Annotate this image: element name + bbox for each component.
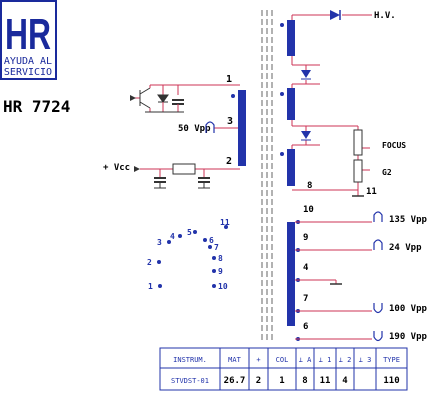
table-header-cell: + [256, 356, 260, 364]
table-value-cell: 11 [320, 376, 331, 386]
model-title: HR 7724 [3, 97, 70, 116]
pinout-pin-9: 9 [212, 267, 223, 276]
winding-pin-label: 10 [303, 205, 314, 215]
positive-pulse-icon [373, 239, 383, 250]
pinout-pin-11: 11 [220, 218, 230, 229]
spec-table: INSTRUM. STVDST-01 MAT 26.7 +2 COL 1 ⊥ A 8 ⊥ 1 11 ⊥… [159, 347, 408, 391]
pinout-pin-2: 2 [147, 258, 161, 267]
pinout-pin-10: 10 [212, 282, 228, 291]
svg-text:11: 11 [220, 218, 230, 227]
table-header-cell: ⊥ 1 [319, 356, 332, 364]
winding-voltage-label: 24 Vpp [389, 243, 422, 253]
windings-group: 10 135 Vpp 9 24 Vpp 4 7 100 Vpp 6 190 Vpp [295, 205, 427, 342]
g2-label: G2 [382, 168, 392, 177]
winding-7: 7 100 Vpp [295, 294, 427, 314]
table-value-cell: 4 [342, 376, 348, 386]
hv-coil-2 [287, 88, 295, 120]
table-value-cell: 8 [302, 376, 307, 386]
transformer-core [261, 10, 273, 340]
primary-circuit [130, 84, 240, 189]
hv-label: H.V. [374, 11, 396, 21]
winding-voltage-label: 100 Vpp [389, 304, 427, 314]
table-header-cell: ⊥ A [299, 356, 312, 364]
pinout-pin-1: 1 [148, 282, 162, 291]
lv-coil [287, 222, 295, 326]
svg-text:5: 5 [187, 228, 192, 237]
table-value-cell: 1 [279, 376, 284, 386]
winding-pin-label: 7 [303, 294, 308, 304]
pulse-50-icon [205, 121, 215, 133]
pinout-pin-4: 4 [170, 232, 182, 241]
hv-diode [330, 10, 340, 20]
table-value-cell: 110 [383, 376, 399, 386]
focus-resistor [353, 129, 363, 156]
svg-text:1: 1 [148, 282, 153, 291]
svg-text:9: 9 [218, 267, 223, 276]
table-value-cell: 2 [256, 376, 261, 386]
diode-2 [301, 131, 311, 139]
pin-2-label: 2 [226, 156, 232, 167]
g2-resistor [353, 159, 363, 183]
logo-line2: SERVICIO [4, 67, 52, 78]
winding-pin-label: 9 [303, 233, 308, 243]
pin-8-label: 8 [307, 181, 312, 191]
drive-arrow [130, 95, 136, 101]
pinout-pin-6: 6 [203, 236, 214, 245]
diode-1 [301, 70, 311, 78]
winding-pin-label: 4 [303, 263, 309, 273]
negative-pulse-icon [373, 303, 383, 314]
winding-4: 4 [295, 263, 342, 285]
logo: HR AYUDA AL SERVICIO [0, 0, 57, 80]
table-header-cell: COL [276, 356, 289, 364]
winding-voltage-label: 135 Vpp [389, 215, 427, 225]
pinout-pin-3: 3 [157, 238, 171, 247]
table-header-cell: INSTRUM. [173, 356, 207, 364]
hv-secondary [291, 14, 372, 196]
table-value-cell: 26.7 [224, 376, 246, 386]
svg-text:6: 6 [209, 236, 214, 245]
winding-pin-label: 6 [303, 322, 308, 332]
winding-voltage-label: 190 Vpp [389, 332, 427, 342]
positive-pulse-icon [373, 211, 383, 222]
pin-3-label: 3 [227, 116, 233, 127]
pin-1-label: 1 [226, 74, 232, 85]
svg-text:10: 10 [218, 282, 228, 291]
vcc-arrow [134, 166, 140, 172]
vcc-label: + Vcc [103, 163, 130, 173]
table-header-cell: MAT [228, 356, 241, 364]
logo-line1: AYUDA AL [4, 56, 52, 67]
pulse-50-label: 50 Vpp [178, 124, 211, 134]
table-header-cell: ⊥ 3 [359, 356, 372, 364]
winding-6: 6 190 Vpp [295, 322, 427, 342]
pinout-pin-7: 7 [208, 243, 219, 252]
pinout-pin-8: 8 [212, 254, 223, 263]
pinout-diagram: 1 2 34 5 67 8 9 10 11 [147, 218, 230, 291]
svg-text:8: 8 [218, 254, 223, 263]
logo-letters: HR [5, 10, 51, 59]
svg-text:4: 4 [170, 232, 175, 241]
focus-label: FOCUS [382, 141, 406, 150]
winding-9: 9 24 Vpp [295, 233, 422, 253]
pin-11-label: 11 [366, 187, 377, 197]
hv-coil-3 [287, 149, 295, 186]
svg-text:3: 3 [157, 238, 162, 247]
table-header-cell: TYPE [383, 356, 400, 364]
svg-text:2: 2 [147, 258, 152, 267]
svg-text:7: 7 [214, 243, 219, 252]
pinout-pin-5: 5 [187, 228, 197, 237]
table-header-cell: ⊥ 2 [339, 356, 352, 364]
table-value-cell: STVDST-01 [171, 377, 209, 385]
hv-coil-1 [287, 20, 295, 56]
negative-pulse-icon [373, 331, 383, 342]
primary-coil [238, 90, 246, 166]
winding-10: 10 135 Vpp [295, 205, 427, 225]
